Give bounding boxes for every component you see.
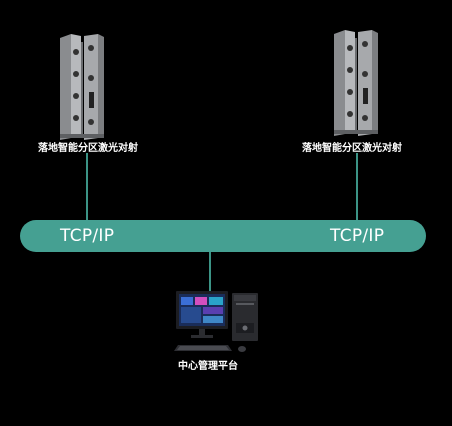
left-tcp-ip-label: TCP/IP [60, 226, 115, 246]
left-detector-connector-line [86, 153, 88, 221]
right-detector-connector-line [356, 153, 358, 221]
computer-workstation-image [174, 291, 258, 352]
left-detector-label: 落地智能分区激光对射 [38, 143, 138, 154]
right-laser-detector-image [334, 30, 378, 136]
left-laser-detector-image [60, 34, 104, 140]
tcp-ip-network-bus [20, 220, 426, 252]
right-detector-label: 落地智能分区激光对射 [302, 143, 402, 154]
right-tcp-ip-label: TCP/IP [330, 226, 385, 246]
computer-connector-line [209, 252, 211, 294]
computer-label: 中心管理平台 [178, 361, 238, 372]
